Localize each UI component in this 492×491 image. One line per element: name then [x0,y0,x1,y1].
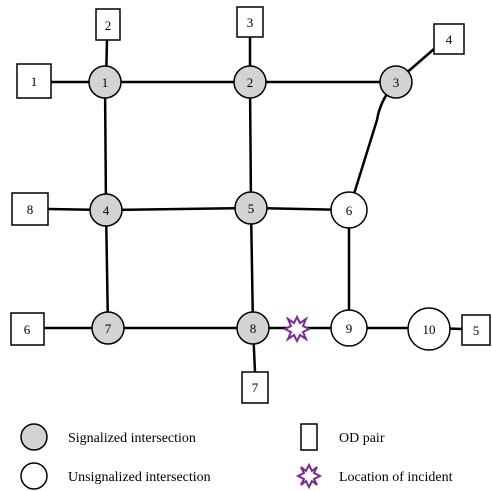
intersections: 1 2 3 4 5 6 7 8 [88,65,451,351]
intersection-4: 4 [89,193,123,227]
legend: Signalized intersection OD pair Unsignal… [20,423,453,490]
intersection-6: 6 [330,191,368,229]
od-pair-8-label: 8 [27,202,34,217]
link-3-6 [347,81,397,211]
legend-signalized: Signalized intersection [20,423,196,451]
intersection-6-label: 6 [346,203,353,218]
od-pair-8: 8 [11,192,49,226]
intersection-9-label: 9 [346,321,353,336]
legend-od-pair-label: OD pair [339,431,385,446]
od-pair-2: 2 [95,8,121,41]
od-pair-5-label: 5 [473,323,480,338]
legend-signalized-label: Signalized intersection [68,431,196,446]
od-pair-3: 3 [236,6,264,38]
intersection-9: 9 [330,309,368,347]
intersection-3: 3 [379,65,413,99]
intersection-10: 10 [407,307,451,351]
od-pair-1: 1 [16,63,52,99]
link-4-5 [105,206,252,212]
od-pair-6-label: 6 [24,322,31,337]
intersection-1-label: 1 [102,75,109,90]
legend-od-pair-icon [300,423,318,451]
intersection-5-label: 5 [248,201,255,216]
intersection-8-label: 8 [250,321,257,336]
legend-incident-icon [295,462,323,490]
intersection-2-label: 2 [247,75,254,90]
intersection-7: 7 [91,311,125,345]
intersection-3-label: 3 [393,75,400,90]
legend-unsignalized-label: Unsignalized intersection [68,470,211,485]
legend-od-pair: OD pair [300,423,385,451]
od-pair-7-label: 7 [252,380,259,395]
legend-signalized-icon [20,423,48,451]
intersection-1: 1 [88,65,122,99]
od-pair-4-label: 4 [446,32,453,47]
intersection-8: 8 [236,311,270,345]
od-pair-7: 7 [241,371,269,404]
incident-marker-icon [282,314,312,344]
intersection-7-label: 7 [105,321,112,336]
link-5-8 [249,207,255,329]
legend-unsignalized-icon [20,462,48,490]
link-4-7 [104,209,110,329]
od-pair-6: 6 [10,312,45,346]
legend-incident-label: Location of incident [339,470,453,485]
legend-incident: Location of incident [295,462,453,490]
od-pair-4: 4 [433,23,465,55]
intersection-4-label: 4 [103,203,110,218]
od-pair-2-label: 2 [105,18,112,33]
intersection-10-label: 10 [423,322,436,337]
intersection-5: 5 [234,191,268,225]
legend-unsignalized: Unsignalized intersection [20,462,211,490]
od-pair-5: 5 [461,314,491,346]
od-pair-1-label: 1 [31,74,38,89]
od-pairs: 1 2 3 4 8 6 7 5 [10,6,491,404]
link-2-5 [248,81,253,209]
link-1-4 [103,81,108,211]
intersection-2: 2 [233,65,267,99]
od-pair-3-label: 3 [247,15,254,30]
